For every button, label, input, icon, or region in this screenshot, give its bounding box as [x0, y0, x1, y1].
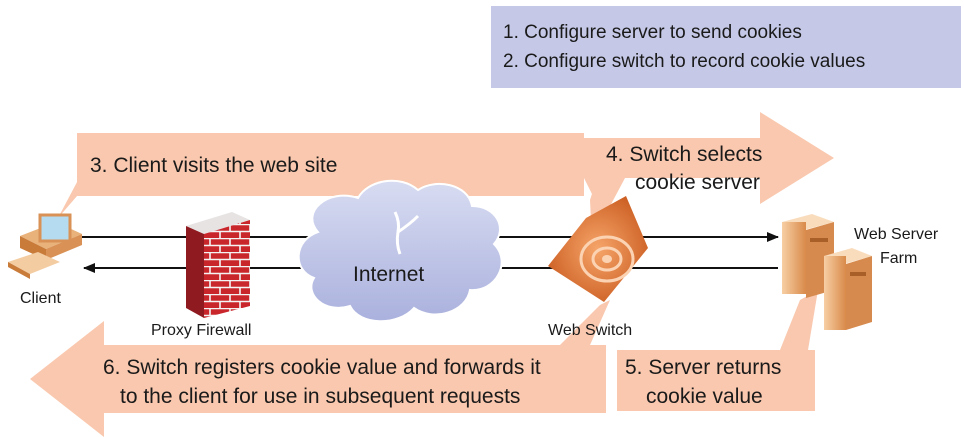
web-switch-icon	[548, 196, 648, 302]
setup-step-1: 1. Configure server to send cookies	[503, 22, 802, 43]
client-label: Client	[20, 290, 61, 307]
server-farm-label-2: Farm	[880, 250, 918, 267]
callout-step4-text-2: cookie server	[635, 171, 760, 194]
callout-step6-text-1: 6. Switch registers cookie value and for…	[103, 356, 541, 379]
internet-label: Internet	[353, 263, 425, 286]
callout-step6-arrow	[30, 321, 606, 437]
firewall-label: Proxy Firewall	[151, 322, 252, 339]
callout-step3-text: 3. Client visits the web site	[90, 154, 338, 177]
callout-step6-text-2: to the client for use in subsequent requ…	[120, 385, 521, 408]
callout-step6-pointer	[560, 300, 610, 345]
internet-cloud	[297, 179, 503, 323]
server-farm-label-1: Web Server	[854, 226, 939, 243]
callout-step5-text-2: cookie value	[646, 385, 763, 408]
server-farm-icon	[782, 214, 872, 330]
callout-step3-shape	[58, 133, 584, 218]
setup-steps-box: 1. Configure server to send cookies 2. C…	[491, 6, 961, 88]
setup-step-2: 2. Configure switch to record cookie val…	[503, 51, 866, 72]
callout-step5-shape	[617, 290, 818, 411]
firewall-icon	[186, 212, 250, 318]
web-switch-label: Web Switch	[548, 322, 633, 339]
callout-step4-arrow	[584, 112, 834, 204]
callout-step5-text-1: 5. Server returns	[625, 356, 782, 379]
callout-step4-text-1: 4. Switch selects	[606, 143, 763, 166]
client-computer-icon	[8, 213, 82, 279]
